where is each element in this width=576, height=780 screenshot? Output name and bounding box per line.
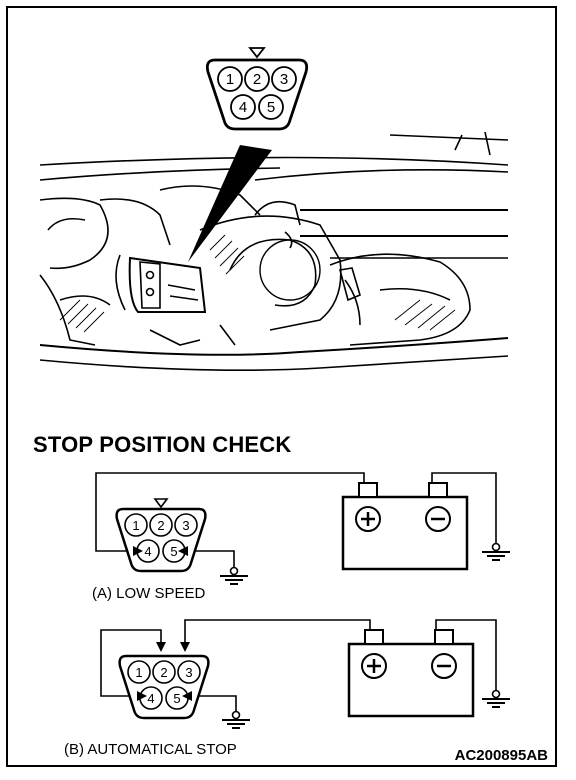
pin-label: 3 xyxy=(185,665,192,680)
pin-label: 2 xyxy=(157,518,164,533)
ground-icon xyxy=(481,537,511,561)
pin-label: 2 xyxy=(160,665,167,680)
pin-label: 1 xyxy=(132,518,139,533)
pin-label: 5 xyxy=(173,691,180,706)
pin-label: 5 xyxy=(267,99,275,116)
pin-label: 2 xyxy=(253,71,261,88)
circuit-b-caption: (B) AUTOMATICAL STOP xyxy=(64,741,237,758)
pin-label: 1 xyxy=(135,665,142,680)
ground-icon xyxy=(221,705,251,729)
pin-label: 5 xyxy=(170,544,177,559)
ground-icon xyxy=(219,561,249,585)
ground-icon xyxy=(481,684,511,708)
figure-code: AC200895AB xyxy=(454,747,548,764)
connector-callout: 1 2 3 4 5 xyxy=(205,47,309,131)
pin-label: 1 xyxy=(226,71,234,88)
pin-label: 4 xyxy=(144,544,151,559)
circuit-a-caption: (A) LOW SPEED xyxy=(92,585,206,602)
pin-label: 4 xyxy=(239,99,247,116)
wiper-motor-illustration xyxy=(39,131,509,372)
pin-label: 4 xyxy=(147,691,154,706)
key-mark-icon xyxy=(153,498,169,509)
callout-pointer xyxy=(188,145,272,262)
circuit-a-low-speed: 1 2 3 4 5 xyxy=(95,472,511,585)
figure-frame xyxy=(6,6,557,767)
pin-label: 3 xyxy=(280,71,288,88)
circuit-b-automatical-stop: 1 2 3 4 5 xyxy=(100,619,511,729)
section-heading: STOP POSITION CHECK xyxy=(33,432,292,457)
pin-label: 3 xyxy=(182,518,189,533)
key-mark-icon xyxy=(248,47,266,59)
